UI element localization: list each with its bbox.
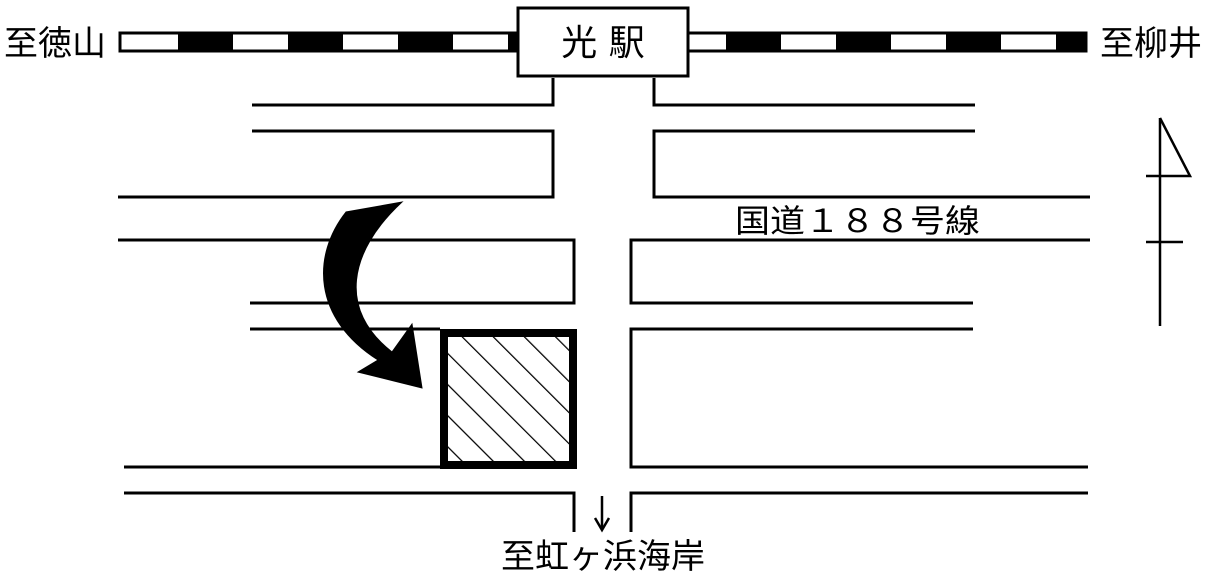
road-network — [118, 78, 1090, 532]
destination-building — [440, 329, 577, 469]
direction-south-label: 至虹ヶ浜海岸 — [501, 537, 705, 577]
route-label: 国道１８８号線 — [735, 202, 980, 240]
station: 光 駅 — [516, 6, 690, 78]
station-name: 光 駅 — [561, 23, 644, 64]
south-arrow-icon — [593, 496, 611, 533]
curved-route-arrow-icon — [323, 201, 423, 389]
direction-east-label: 至柳井 — [1100, 24, 1202, 64]
north-arrow-icon — [1146, 117, 1193, 326]
direction-west-label: 至徳山 — [4, 24, 106, 64]
